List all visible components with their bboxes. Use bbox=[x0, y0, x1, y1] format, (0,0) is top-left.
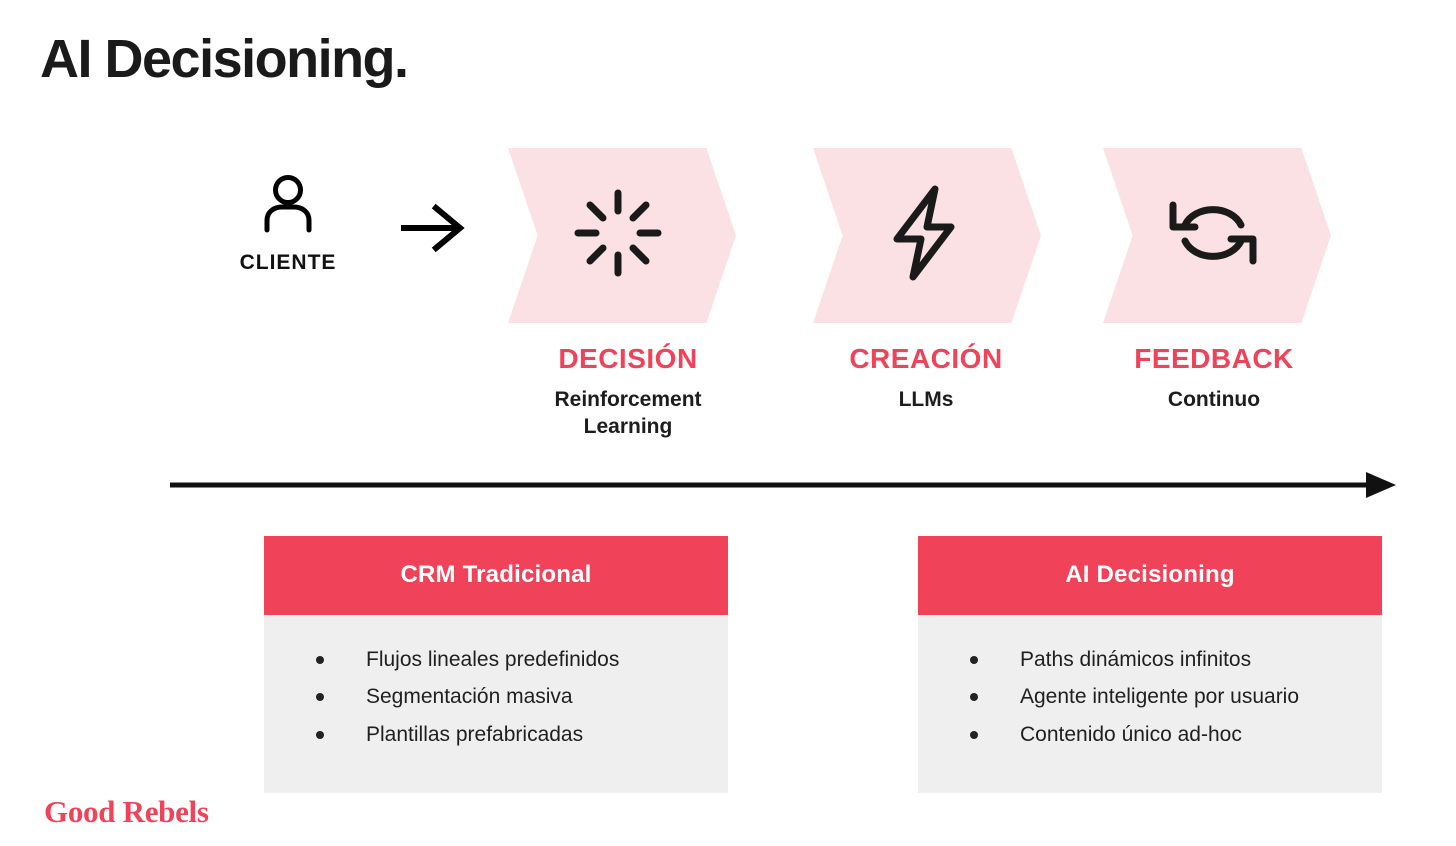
person-icon bbox=[228, 168, 348, 245]
stage-title: DECISIÓN bbox=[558, 343, 698, 374]
list-item: Segmentación masiva bbox=[264, 678, 718, 715]
client-block: CLIENTE bbox=[228, 168, 348, 275]
card-header: CRM Tradicional bbox=[264, 536, 728, 615]
stage-caption-creation: CREACIÓN LLMs bbox=[796, 342, 1056, 413]
card-header: AI Decisioning bbox=[918, 536, 1382, 615]
feature-list: Flujos lineales predefinidos Segmentació… bbox=[264, 641, 718, 753]
card-body: Paths dinámicos infinitos Agente intelig… bbox=[918, 615, 1382, 794]
list-item: Plantillas prefabricadas bbox=[264, 716, 718, 753]
stage-caption-feedback: FEEDBACK Continuo bbox=[1084, 342, 1344, 413]
stage-title: FEEDBACK bbox=[1134, 343, 1294, 374]
chevron-feedback[interactable] bbox=[1103, 148, 1331, 323]
comparison-card-ai-decisioning: AI Decisioning Paths dinámicos infinitos… bbox=[918, 536, 1382, 794]
arrow-right-icon bbox=[398, 198, 468, 263]
stage-subtitle: LLMs bbox=[898, 387, 954, 411]
brand-logo: Good Rebels bbox=[44, 794, 209, 829]
chevron-decision[interactable] bbox=[508, 148, 736, 323]
comparison-card-crm: CRM Tradicional Flujos lineales predefin… bbox=[264, 536, 728, 794]
process-chevrons bbox=[508, 148, 1388, 323]
feature-list: Paths dinámicos infinitos Agente intelig… bbox=[918, 641, 1372, 753]
timeline-arrow-icon bbox=[170, 470, 1396, 500]
stage-title: CREACIÓN bbox=[849, 343, 1003, 374]
card-body: Flujos lineales predefinidos Segmentació… bbox=[264, 615, 728, 794]
lightning-bolt-icon bbox=[877, 183, 969, 288]
list-item: Agente inteligente por usuario bbox=[918, 678, 1372, 715]
chevron-creation[interactable] bbox=[813, 148, 1041, 323]
client-label: CLIENTE bbox=[239, 251, 337, 274]
list-item: Contenido único ad-hoc bbox=[918, 716, 1372, 753]
list-item: Flujos lineales predefinidos bbox=[264, 641, 718, 678]
stage-subtitle: Continuo bbox=[1167, 387, 1261, 411]
sparkle-spinner-icon bbox=[570, 185, 666, 286]
page-title: AI Decisioning. bbox=[40, 29, 409, 89]
refresh-cycle-icon bbox=[1163, 185, 1263, 286]
list-item: Paths dinámicos infinitos bbox=[918, 641, 1372, 678]
